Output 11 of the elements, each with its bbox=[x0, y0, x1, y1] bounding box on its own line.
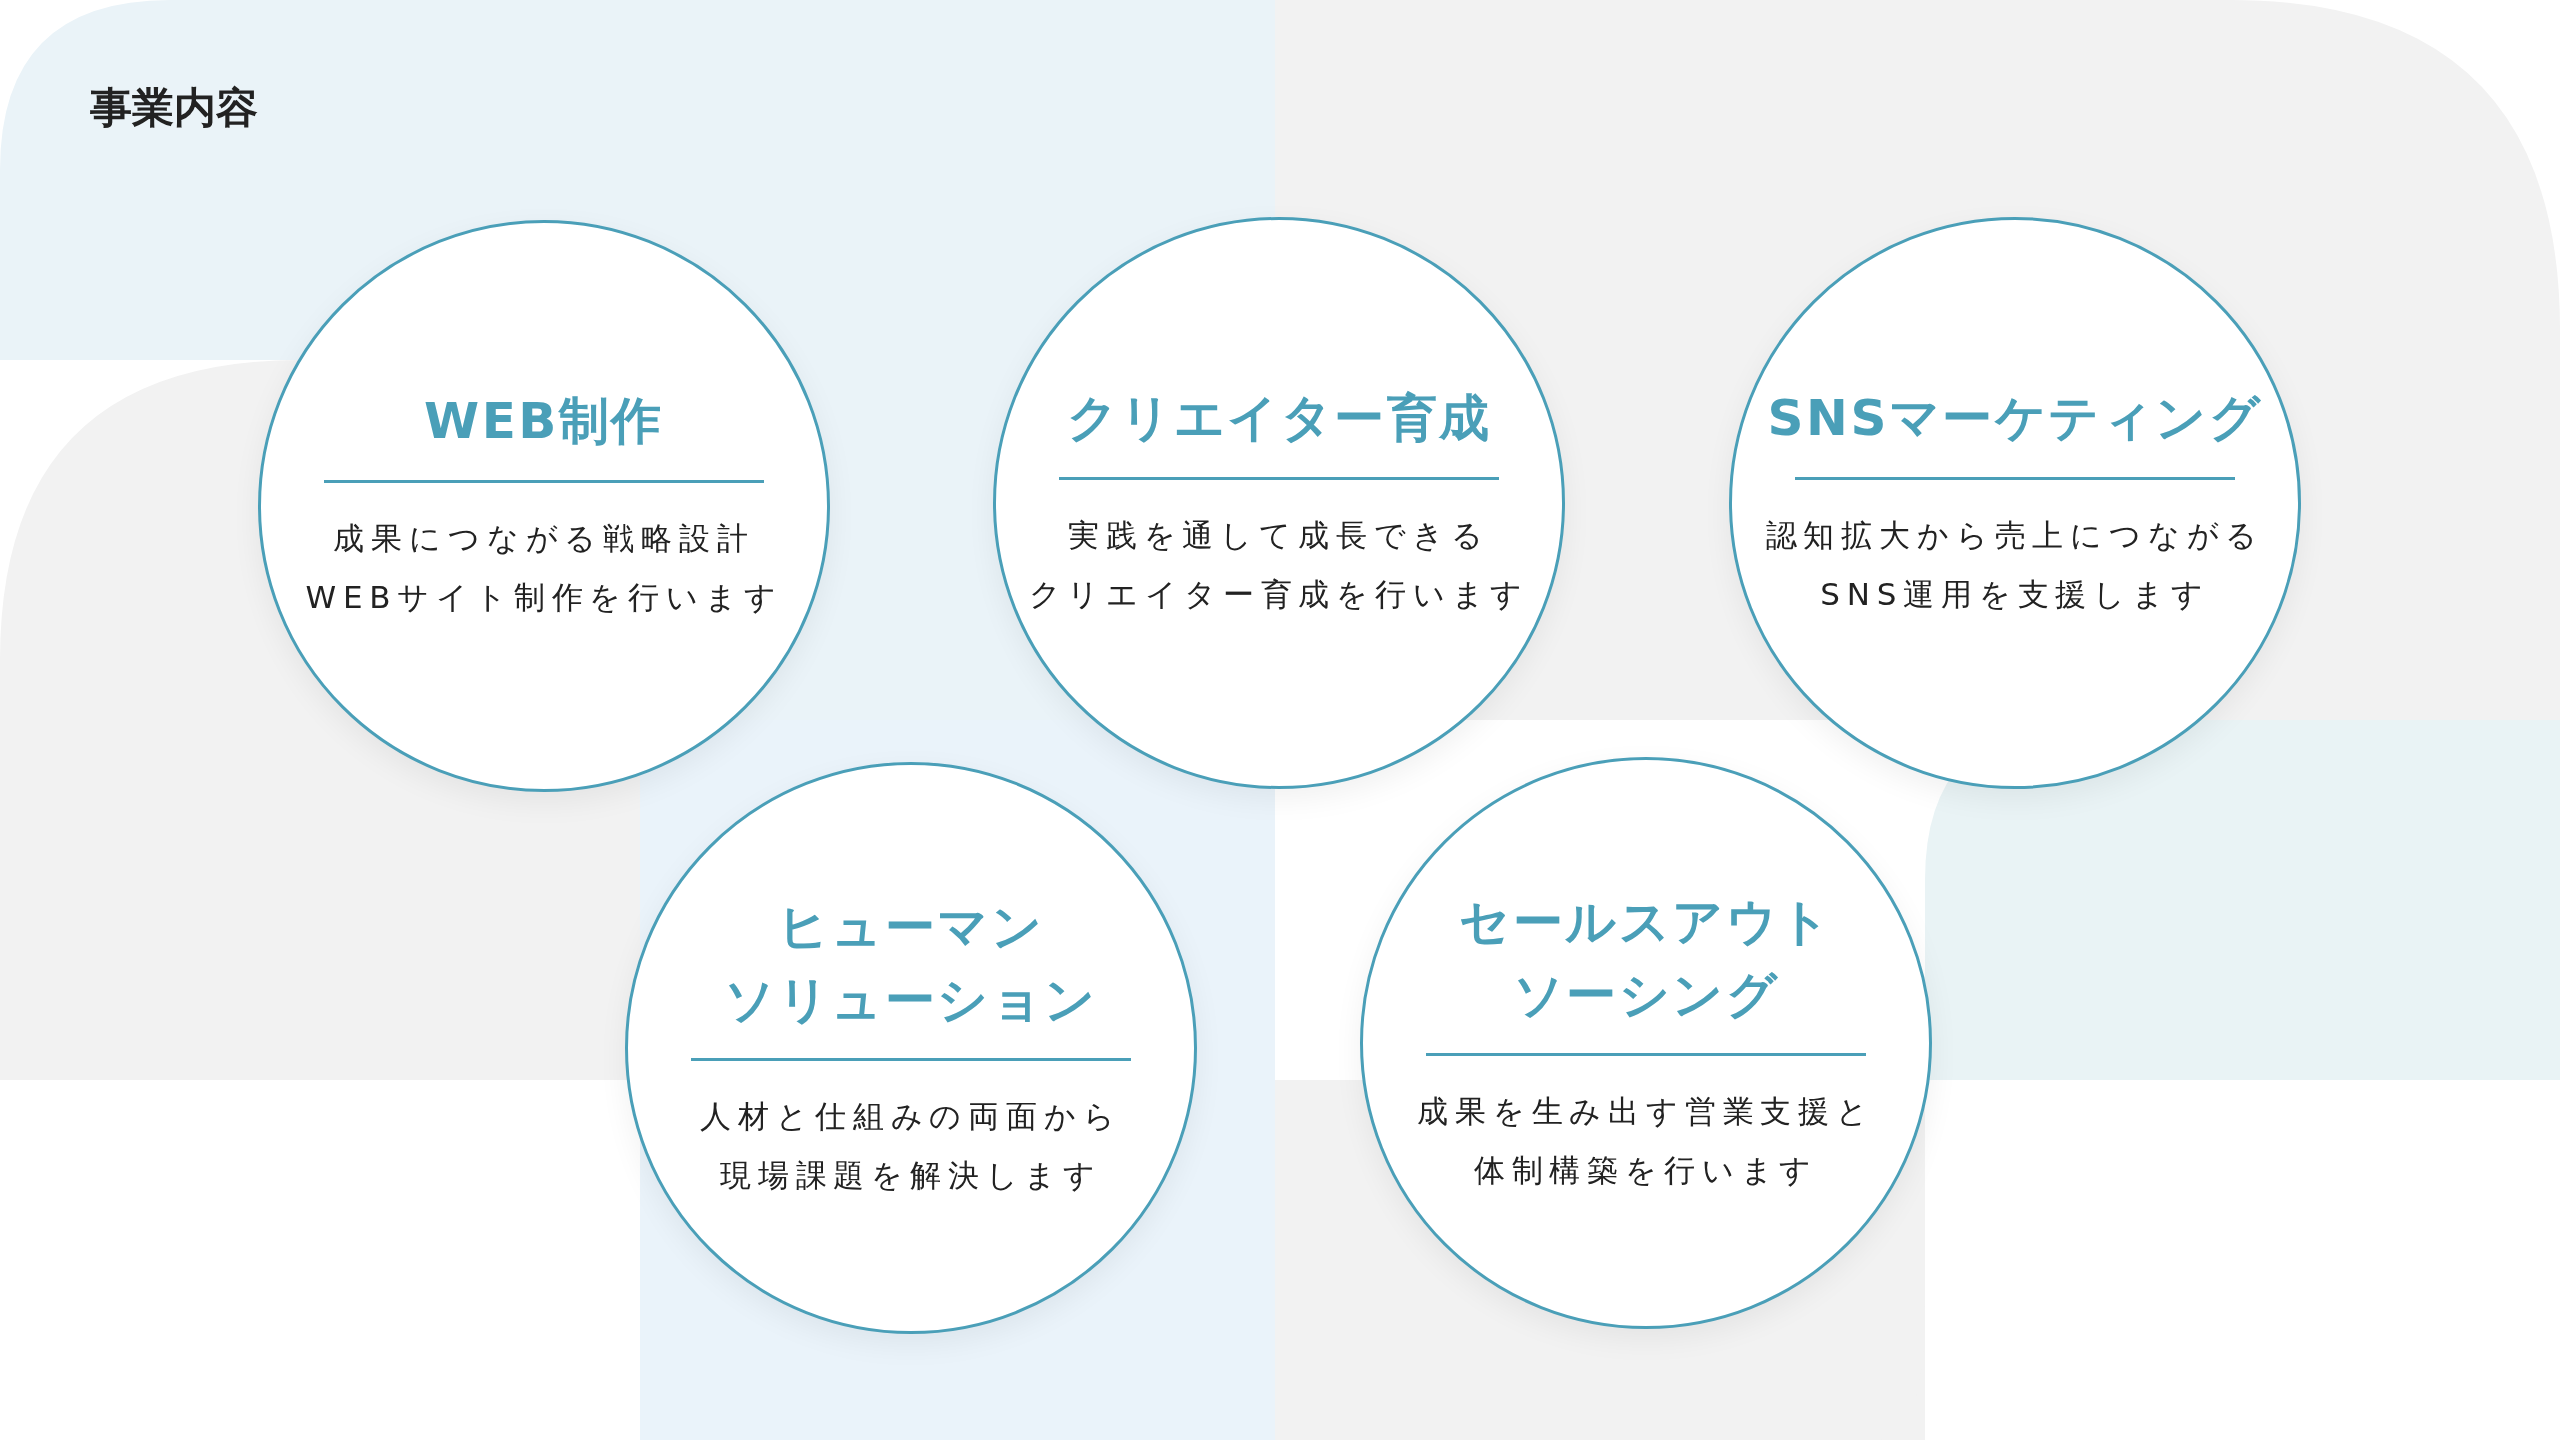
page-heading: 事業内容 bbox=[90, 82, 258, 134]
service-title: ヒューマンソリューション bbox=[724, 897, 1098, 1031]
service-description: 成果につながる戦略設計WEBサイト制作を行います bbox=[305, 518, 783, 617]
service-title: SNSマーケティング bbox=[1767, 388, 2263, 450]
service-description: 成果を生み出す営業支援と体制構築を行います bbox=[1417, 1092, 1875, 1190]
service-description: 実践を通して成長できるクリエイター育成を行います bbox=[1028, 515, 1530, 614]
service-title: クリエイター育成 bbox=[1066, 388, 1492, 450]
service-title: WEB制作 bbox=[424, 391, 664, 453]
service-description: 人材と仕組みの両面から現場課題を解決します bbox=[700, 1097, 1122, 1195]
service-description: 認知拡大から売上につながるSNS運用を支援します bbox=[1765, 515, 2265, 614]
service-title: セールスアウトソーシング bbox=[1459, 892, 1833, 1026]
